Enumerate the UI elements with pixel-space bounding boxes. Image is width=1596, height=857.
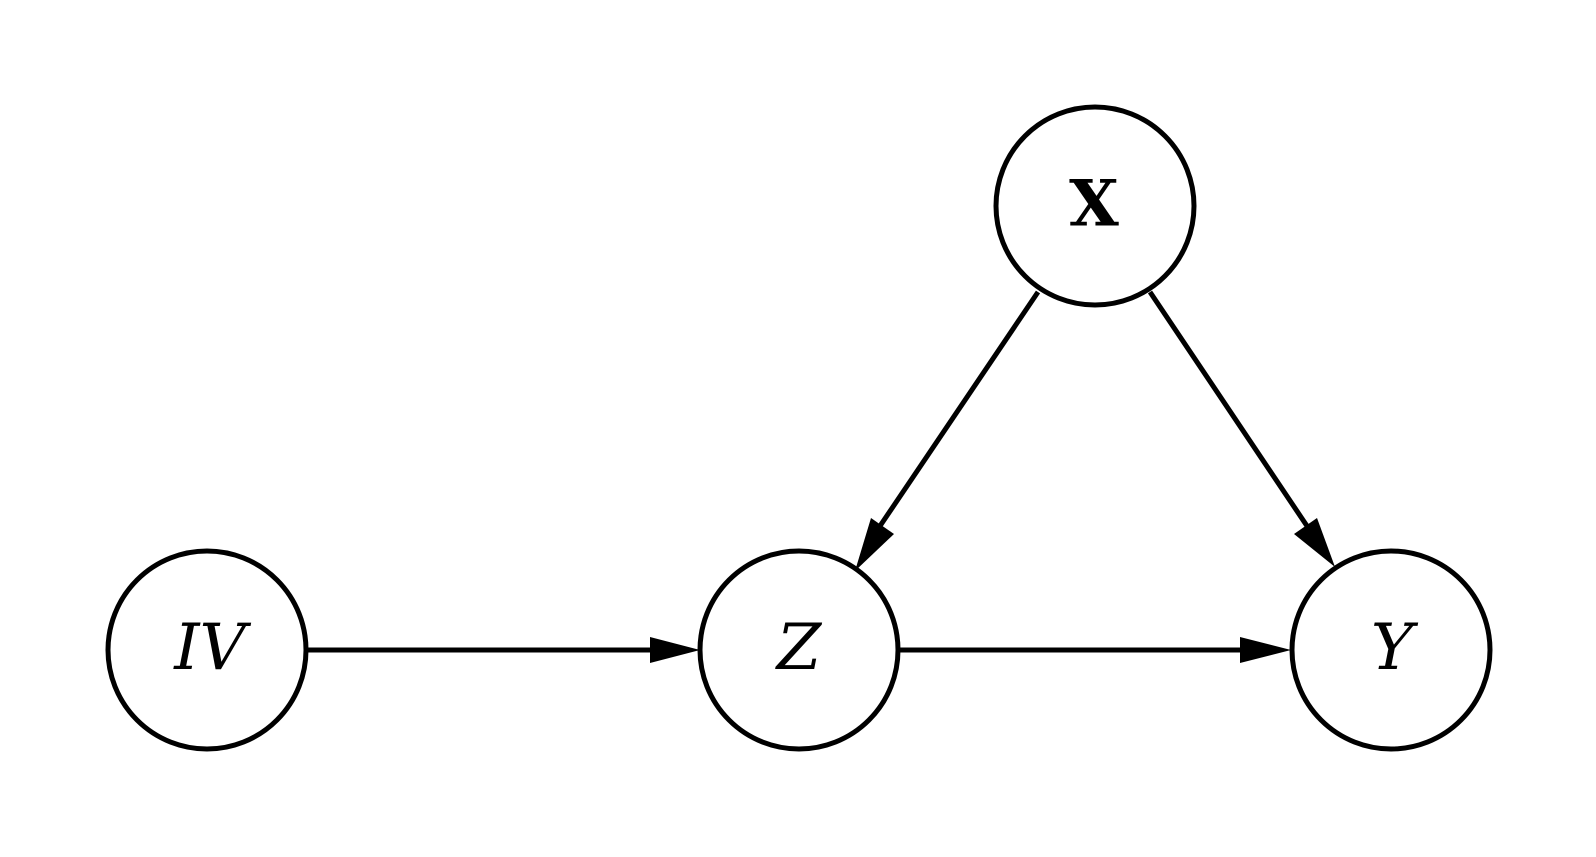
node-x-label: X	[1069, 167, 1119, 242]
arrowhead	[855, 518, 894, 571]
arrowhead	[650, 637, 700, 663]
node-z: Z	[697, 548, 901, 752]
edge-line	[877, 290, 1041, 528]
edge-x-to-y	[1147, 290, 1335, 567]
edge-iv-to-z	[308, 637, 700, 663]
node-y-label: Y	[1371, 611, 1419, 685]
node-z-label: Z	[775, 611, 823, 685]
arrowhead	[1294, 518, 1335, 567]
node-z-circle	[697, 548, 901, 752]
node-iv-label: IV	[173, 611, 251, 685]
node-iv: IV	[105, 548, 309, 752]
edge-z-to-y	[900, 637, 1291, 663]
arrowhead	[1240, 637, 1291, 663]
node-x: X	[993, 104, 1197, 308]
node-iv-circle	[105, 548, 309, 752]
node-y: Y	[1289, 548, 1493, 752]
edge-line	[1147, 290, 1310, 528]
edge-x-to-z	[855, 290, 1041, 571]
node-y-circle	[1289, 548, 1493, 752]
node-x-circle	[993, 104, 1197, 308]
